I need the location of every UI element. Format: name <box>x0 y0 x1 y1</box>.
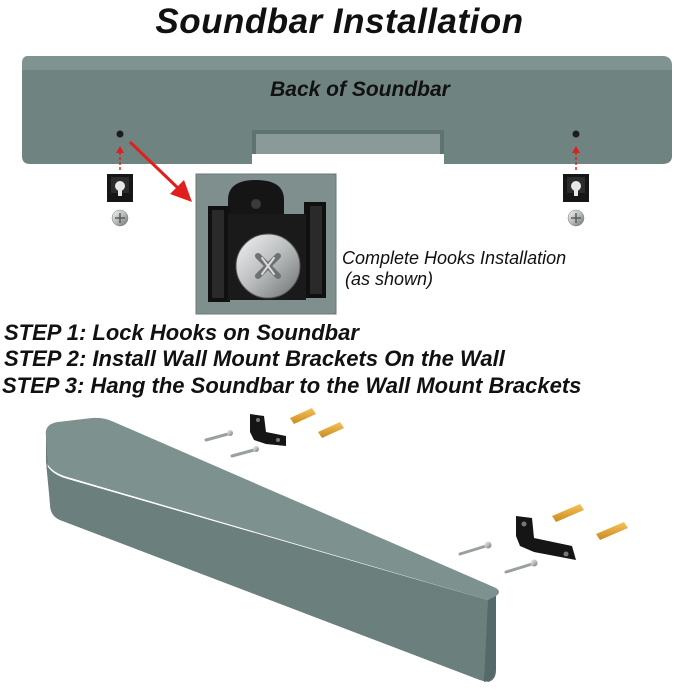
screw-icon <box>111 209 129 227</box>
arrow-icon <box>128 140 192 202</box>
soundbar-back <box>22 56 672 164</box>
mount-hole-right <box>572 130 580 138</box>
wall-bracket-icon <box>250 414 286 446</box>
screw-icon <box>204 430 259 458</box>
soundbar-back-label: Back of Soundbar <box>270 78 450 101</box>
wall-anchor-icon <box>552 504 628 540</box>
hook-detail-zoom <box>195 173 337 315</box>
hook-caption-line: Complete Hooks Installation <box>342 248 567 268</box>
step-3: STEP 3: Hang the Soundbar to the Wall Mo… <box>2 373 582 398</box>
hook-icon <box>107 174 133 202</box>
step-1: STEP 1: Lock Hooks on Soundbar <box>4 320 359 345</box>
soundbar-perspective <box>45 417 499 682</box>
step-2: STEP 2: Install Wall Mount Brackets On t… <box>4 346 505 371</box>
wall-bracket-icon <box>516 516 576 560</box>
page-title: Soundbar Installation <box>155 2 524 41</box>
hook-caption: Complete Hooks Installation (as shown) <box>342 248 566 290</box>
mount-hole-left <box>116 130 124 138</box>
hook-caption-line: (as shown) <box>345 269 434 289</box>
hook-icon <box>563 174 589 202</box>
screw-icon <box>458 541 538 574</box>
arrow-icon <box>116 146 580 170</box>
wall-anchor-icon <box>290 408 344 438</box>
screw-icon <box>567 209 585 227</box>
